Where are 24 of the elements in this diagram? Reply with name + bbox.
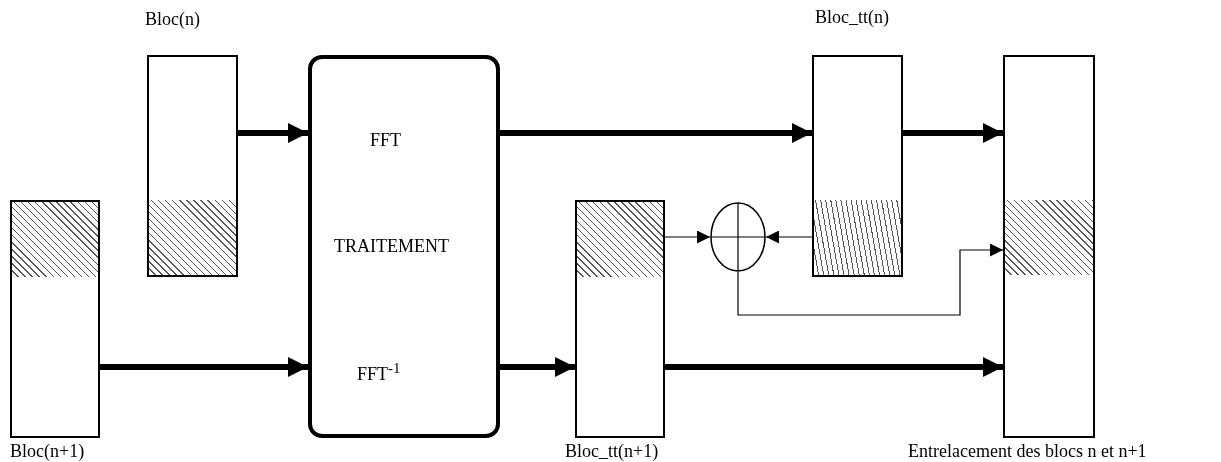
arrow (500, 123, 812, 143)
arrow (238, 123, 308, 143)
arrow (765, 230, 813, 244)
hatched-region (12, 202, 98, 277)
hatched-region (577, 202, 663, 277)
block-label: Bloc(n) (145, 10, 200, 28)
processing-box (308, 55, 500, 438)
block-label: Entrelacement des blocs n et n+1 (908, 442, 1147, 460)
arrow (737, 243, 1004, 316)
arrow (664, 230, 711, 244)
arrow (500, 357, 575, 377)
process-label: FFT$^{-1}$ (357, 361, 401, 383)
block-label: Bloc_tt(n+1) (565, 442, 659, 460)
arrow (903, 123, 1003, 143)
hatched-region (814, 200, 901, 275)
block-label: Bloc(n+1) (10, 442, 85, 460)
hatched-region (1005, 200, 1093, 275)
hatched-region (149, 200, 236, 275)
arrow (100, 357, 308, 377)
process-label: TRAITEMENT (334, 237, 449, 255)
process-label: FFT (370, 131, 402, 149)
adder-symbol (710, 202, 766, 272)
arrow (665, 357, 1003, 377)
block-label: Bloc_tt(n) (815, 8, 889, 26)
